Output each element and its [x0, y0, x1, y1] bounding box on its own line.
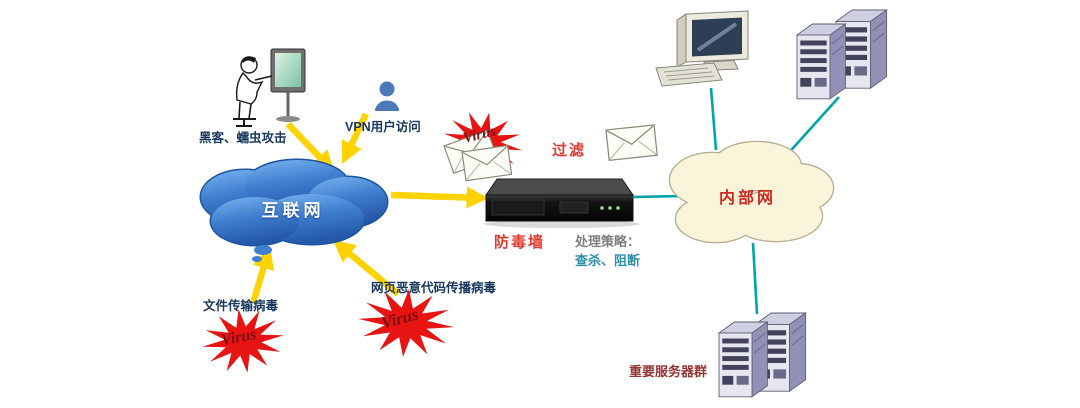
workstation-computer	[655, 10, 749, 87]
firewall-label: 防毒墙	[494, 234, 546, 251]
internet-cloud-label: 互联网	[261, 201, 325, 220]
email-envelope-icon	[461, 144, 513, 182]
arrow-web-virus-to-internet	[332, 239, 401, 297]
web-virus-label: 网页恶意代码传播病毒	[371, 281, 497, 295]
firewall-status-lights	[600, 206, 620, 210]
server-rack-top	[796, 9, 888, 100]
arrow-internet-to-firewall	[390, 186, 489, 209]
arrow-vpn-to-internet	[341, 112, 369, 164]
hacker-label: 黑客、蠕虫攻击	[199, 131, 287, 145]
link-firewall-to-intranet	[633, 194, 685, 199]
server-tower	[718, 321, 768, 398]
yellow-arrows-group	[249, 112, 489, 304]
server-group-label: 重要服务器群	[629, 364, 708, 379]
vpn-user-icon	[375, 81, 399, 111]
email-envelope-icon	[605, 124, 658, 161]
file-virus-label: 文件传输病毒	[203, 299, 279, 313]
filter-label: 过滤	[552, 142, 587, 159]
link-intranet-to-server-rack	[784, 96, 840, 158]
cloud-tail-puff	[254, 245, 272, 255]
arrow-hacker-to-internet	[285, 121, 335, 173]
link-intranet-to-server-group	[751, 242, 759, 315]
link-intranet-to-workstation	[709, 87, 718, 151]
policy-actions: 查杀、阻断	[575, 253, 641, 268]
server-tower	[796, 23, 846, 100]
internet-cloud-shape	[199, 158, 389, 262]
vpn-user-label: VPN用户访问	[345, 120, 421, 134]
hacker-person	[233, 56, 273, 127]
firewall-device	[484, 178, 640, 228]
hacker-illustration	[233, 48, 306, 127]
workstation-screen	[692, 17, 742, 57]
intranet-cloud-label: 内部网	[718, 190, 776, 207]
hacker-monitor-screen	[275, 53, 301, 87]
network-links-group	[633, 87, 840, 315]
important-server-group	[718, 312, 807, 398]
policy-heading: 处理策略：	[575, 234, 641, 249]
cloud-tail-puff-small	[252, 256, 262, 262]
arrow-file-virus-to-internet	[249, 246, 275, 304]
